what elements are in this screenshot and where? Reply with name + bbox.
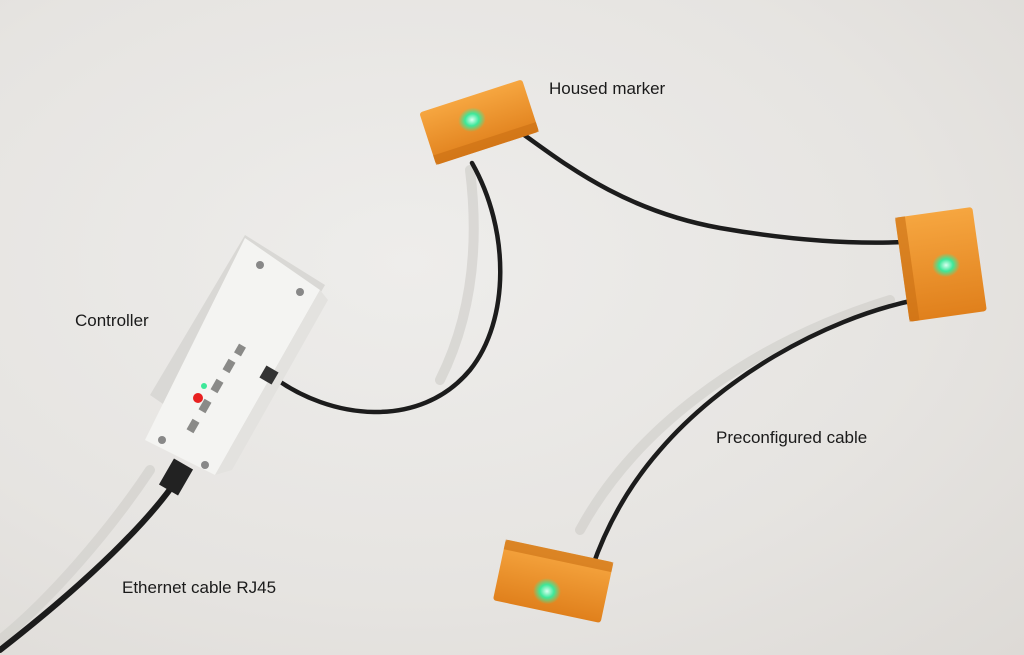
controller-led-red — [193, 393, 203, 403]
label-housed-marker: Housed marker — [549, 79, 666, 98]
housed-marker-2 — [894, 207, 987, 322]
cables — [0, 129, 918, 653]
cable-controller-to-marker1 — [269, 160, 503, 415]
preconfigured-cable — [589, 297, 918, 571]
controller-box — [145, 235, 328, 496]
housed-marker-1 — [420, 80, 539, 166]
label-controller: Controller — [75, 311, 149, 330]
ethernet-cable — [0, 475, 181, 653]
cable-shadows — [0, 165, 895, 645]
label-preconfigured-cable: Preconfigured cable — [716, 428, 868, 447]
housed-marker-3 — [493, 539, 614, 623]
controller-led-green — [201, 383, 207, 389]
cable-marker1-to-marker2 — [517, 129, 908, 245]
label-ethernet-cable: Ethernet cable RJ45 — [122, 578, 277, 597]
